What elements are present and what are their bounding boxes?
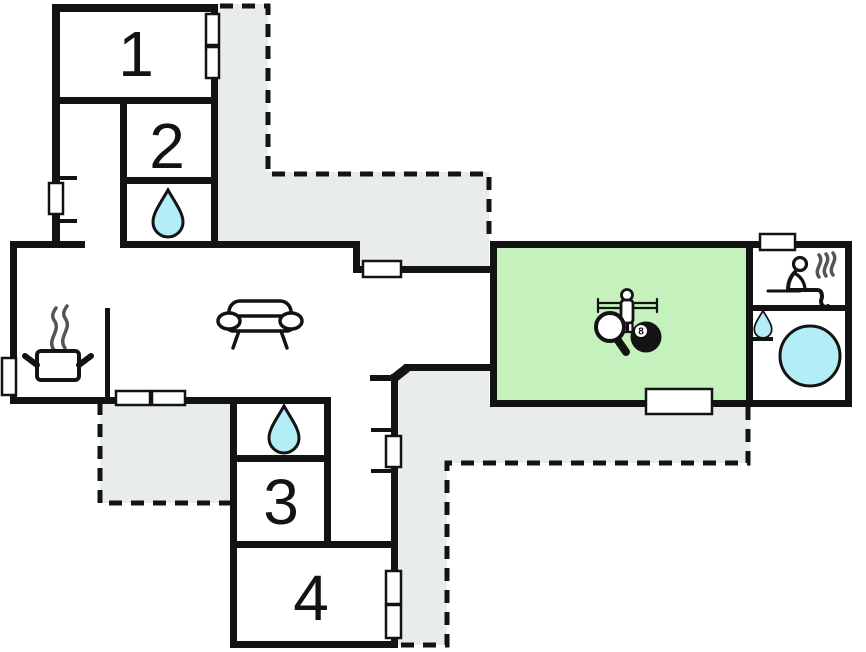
cooking-pot-steam-icon	[22, 304, 94, 382]
door-jamb	[371, 428, 392, 432]
wall	[353, 266, 497, 273]
terraces	[100, 4, 750, 645]
terrace-dashed-borders	[97, 3, 751, 648]
water-drop-icon	[753, 308, 773, 339]
window	[384, 603, 403, 640]
window	[384, 434, 403, 469]
room-label-2: 2	[149, 110, 185, 182]
wall	[120, 177, 218, 184]
wall	[391, 374, 398, 648]
sauna-person-icon	[766, 251, 837, 309]
activity-room-door	[644, 387, 714, 416]
terrace-southeast	[395, 371, 750, 645]
terrace-southwest-border	[97, 402, 232, 506]
wall	[230, 641, 398, 648]
wall	[746, 241, 753, 407]
water-drop-icon	[151, 186, 185, 239]
billiard-8-ball-icon: 8	[630, 321, 662, 353]
room-labels: 1 2 3 4	[118, 18, 329, 634]
room-label-1: 1	[118, 18, 154, 90]
window	[204, 12, 221, 47]
wall	[490, 241, 852, 248]
wall	[120, 97, 127, 248]
terrace-southwest	[100, 400, 232, 503]
kitchen-divider-wall	[105, 308, 110, 400]
door-jamb	[371, 469, 392, 473]
window	[150, 389, 187, 407]
room-label-3: 3	[263, 466, 299, 538]
window	[0, 356, 18, 397]
terrace-north	[218, 4, 489, 270]
wall	[845, 241, 852, 407]
wall	[490, 241, 497, 407]
wall	[746, 305, 852, 311]
terrace-north-border	[220, 3, 492, 243]
wall	[10, 241, 85, 248]
table-tennis-racket-icon	[594, 311, 630, 356]
window	[204, 45, 221, 80]
entrance-door	[47, 181, 65, 216]
window	[114, 389, 152, 407]
window	[758, 232, 797, 252]
windows	[0, 12, 797, 640]
hot-tub-icon	[778, 324, 842, 388]
wall	[370, 375, 394, 381]
wall	[120, 241, 360, 248]
sofa-icon	[216, 299, 304, 350]
window	[361, 259, 403, 279]
wall	[52, 4, 218, 12]
terrace-southeast-border	[399, 407, 751, 648]
wall	[353, 241, 360, 273]
wall	[211, 4, 218, 248]
wall	[230, 541, 398, 548]
wall-diagonal	[390, 364, 410, 383]
wall	[230, 455, 331, 462]
door-jamb	[52, 176, 77, 180]
wall	[52, 4, 60, 248]
window	[384, 569, 403, 606]
wall	[324, 397, 331, 548]
water-drop-icon	[267, 402, 301, 455]
hot-tub-room-stub-wall	[746, 337, 773, 341]
wall	[52, 97, 218, 104]
wall	[404, 364, 497, 371]
door-jamb	[52, 219, 77, 223]
billiard-ball-number: 8	[638, 327, 644, 338]
wall	[10, 241, 17, 404]
wall	[230, 397, 237, 648]
room-label-4: 4	[293, 562, 329, 634]
